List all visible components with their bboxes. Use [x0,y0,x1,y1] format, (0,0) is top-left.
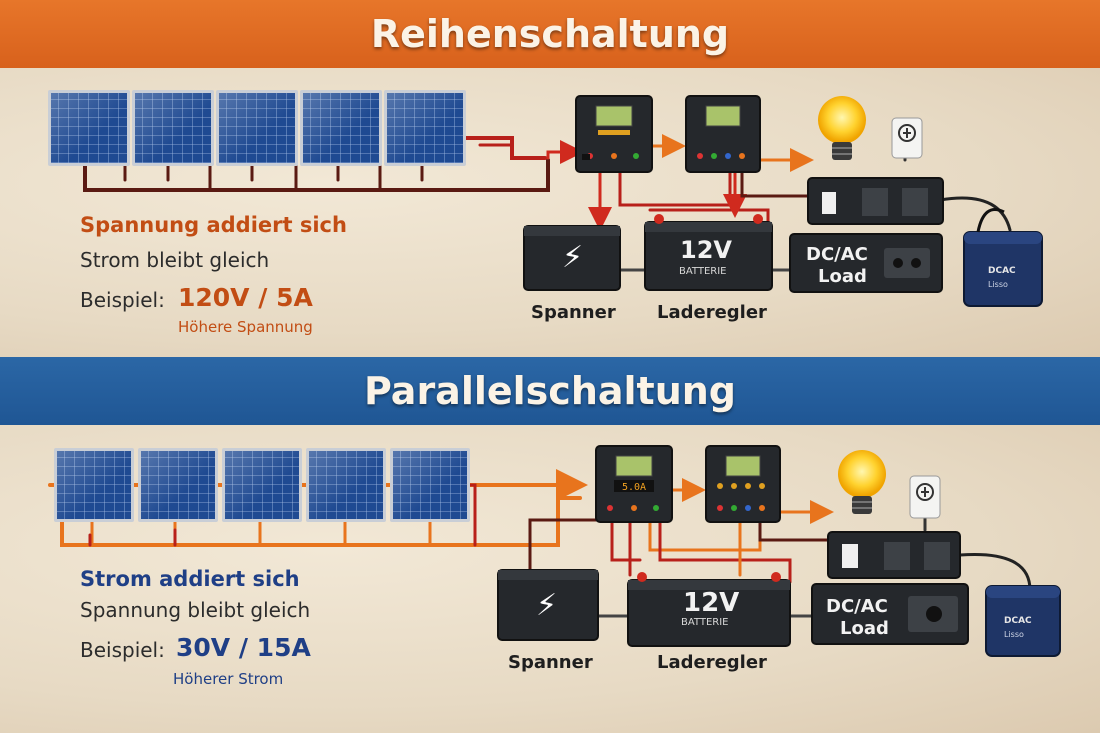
parallel-light-bulb [838,450,886,514]
series-switch-box [808,178,943,224]
solar-panel [132,90,214,166]
series-charge-controller-1 [576,96,652,172]
series-note: Höhere Spannung [178,318,313,336]
parallel-example-label: Beispiel: [80,638,165,662]
parallel-laderegler-label: Laderegler [657,652,767,673]
solar-panel [222,448,302,522]
parallel-note: Höherer Strom [173,670,283,688]
series-subline: Strom bleibt gleich [80,248,269,272]
parallel-load-label-line2: Load [840,618,889,639]
solar-panel [384,90,466,166]
parallel-load-label-line1: DC/AC [826,596,888,617]
parallel-example-value: 30V / 15A [176,633,311,662]
series-battery-voltage: 12V [680,236,732,264]
series-spanner-label: Spanner [531,302,616,323]
solar-panel [300,90,382,166]
parallel-inverter-label-line1: DCAC [1004,616,1032,626]
parallel-battery-label: BATTERIE [681,617,729,628]
parallel-solar-panels [54,448,470,522]
series-laderegler-label: Laderegler [657,302,767,323]
parallel-battery-voltage: 12V [683,588,739,618]
solar-panel [390,448,470,522]
series-battery-label: BATTERIE [679,266,727,277]
solar-panel [54,448,134,522]
series-headline: Spannung addiert sich [80,213,347,237]
series-inverter-label-line1: DCAC [988,266,1016,276]
series-inverter-box [964,210,1042,307]
parallel-switch-box [828,532,960,578]
series-example-value: 120V / 5A [178,283,313,312]
parallel-inverter-label-line2: Lisso [1004,630,1024,639]
solar-panel [138,448,218,522]
solar-panel [306,448,386,522]
parallel-headline: Strom addiert sich [80,567,300,591]
parallel-subline: Spannung bleibt gleich [80,598,310,622]
parallel-spanner-label: Spanner [508,652,593,673]
bolt-icon: ⚡ [562,240,583,275]
solar-panel [48,90,130,166]
series-solar-panels [48,90,466,166]
parallel-wall-socket [910,476,940,518]
series-load-label-line1: DC/AC [806,244,868,265]
bolt-icon: ⚡ [536,588,557,623]
series-light-bulb [818,96,866,160]
controller-display-reading: 5.0A [622,482,646,493]
solar-panel [216,90,298,166]
series-inverter-label-line2: Lisso [988,280,1008,289]
series-load-label-line2: Load [818,266,867,287]
parallel-charge-controller-2 [706,446,780,522]
parallel-charge-controller-1: 5.0A [596,446,672,522]
series-example-label: Beispiel: [80,288,165,312]
series-charge-controller-2 [686,96,760,172]
